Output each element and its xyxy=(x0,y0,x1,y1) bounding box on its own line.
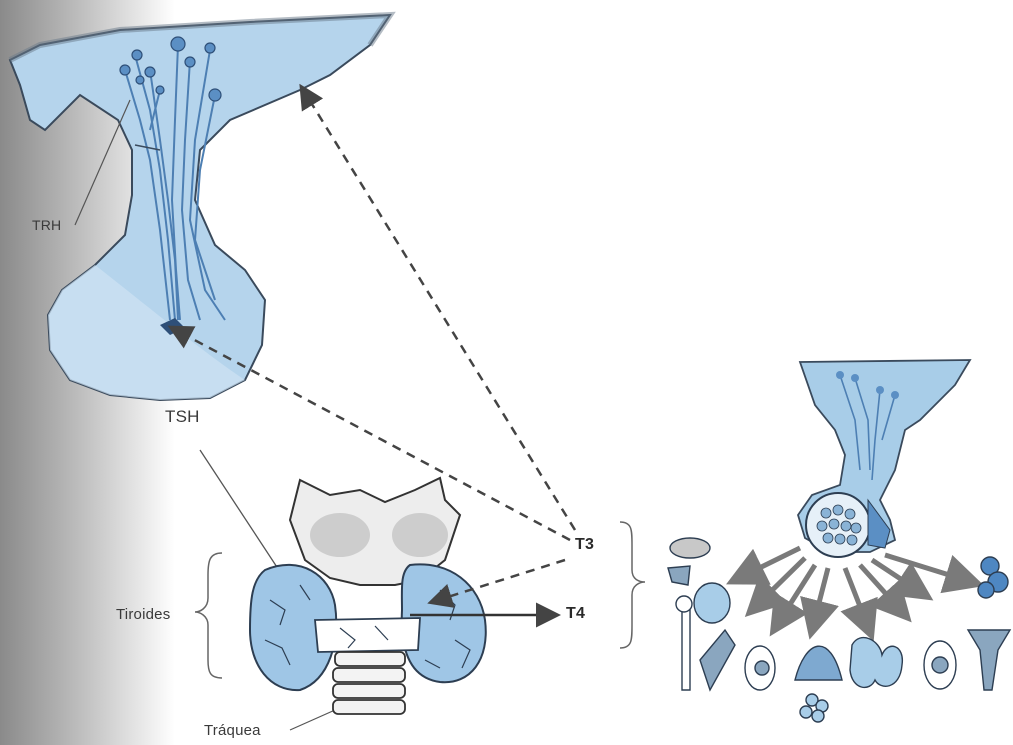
tsh-label: TSH xyxy=(165,407,200,427)
traquea-label: Tráquea xyxy=(204,722,261,739)
trh-label: TRH xyxy=(32,217,61,233)
trachea-icon xyxy=(333,652,405,714)
trh-leader-line xyxy=(75,100,130,225)
bracket-left xyxy=(195,553,222,678)
target-organs-icon xyxy=(668,538,1010,722)
bracket-right xyxy=(620,522,645,648)
traquea-leader-line xyxy=(290,710,335,730)
target-arrows xyxy=(735,548,975,632)
tiroides-label: Tiroides xyxy=(116,606,170,623)
t4-label: T4 xyxy=(566,605,585,623)
mini-pituitary-icon xyxy=(798,360,970,557)
t3-label: T3 xyxy=(575,536,594,554)
